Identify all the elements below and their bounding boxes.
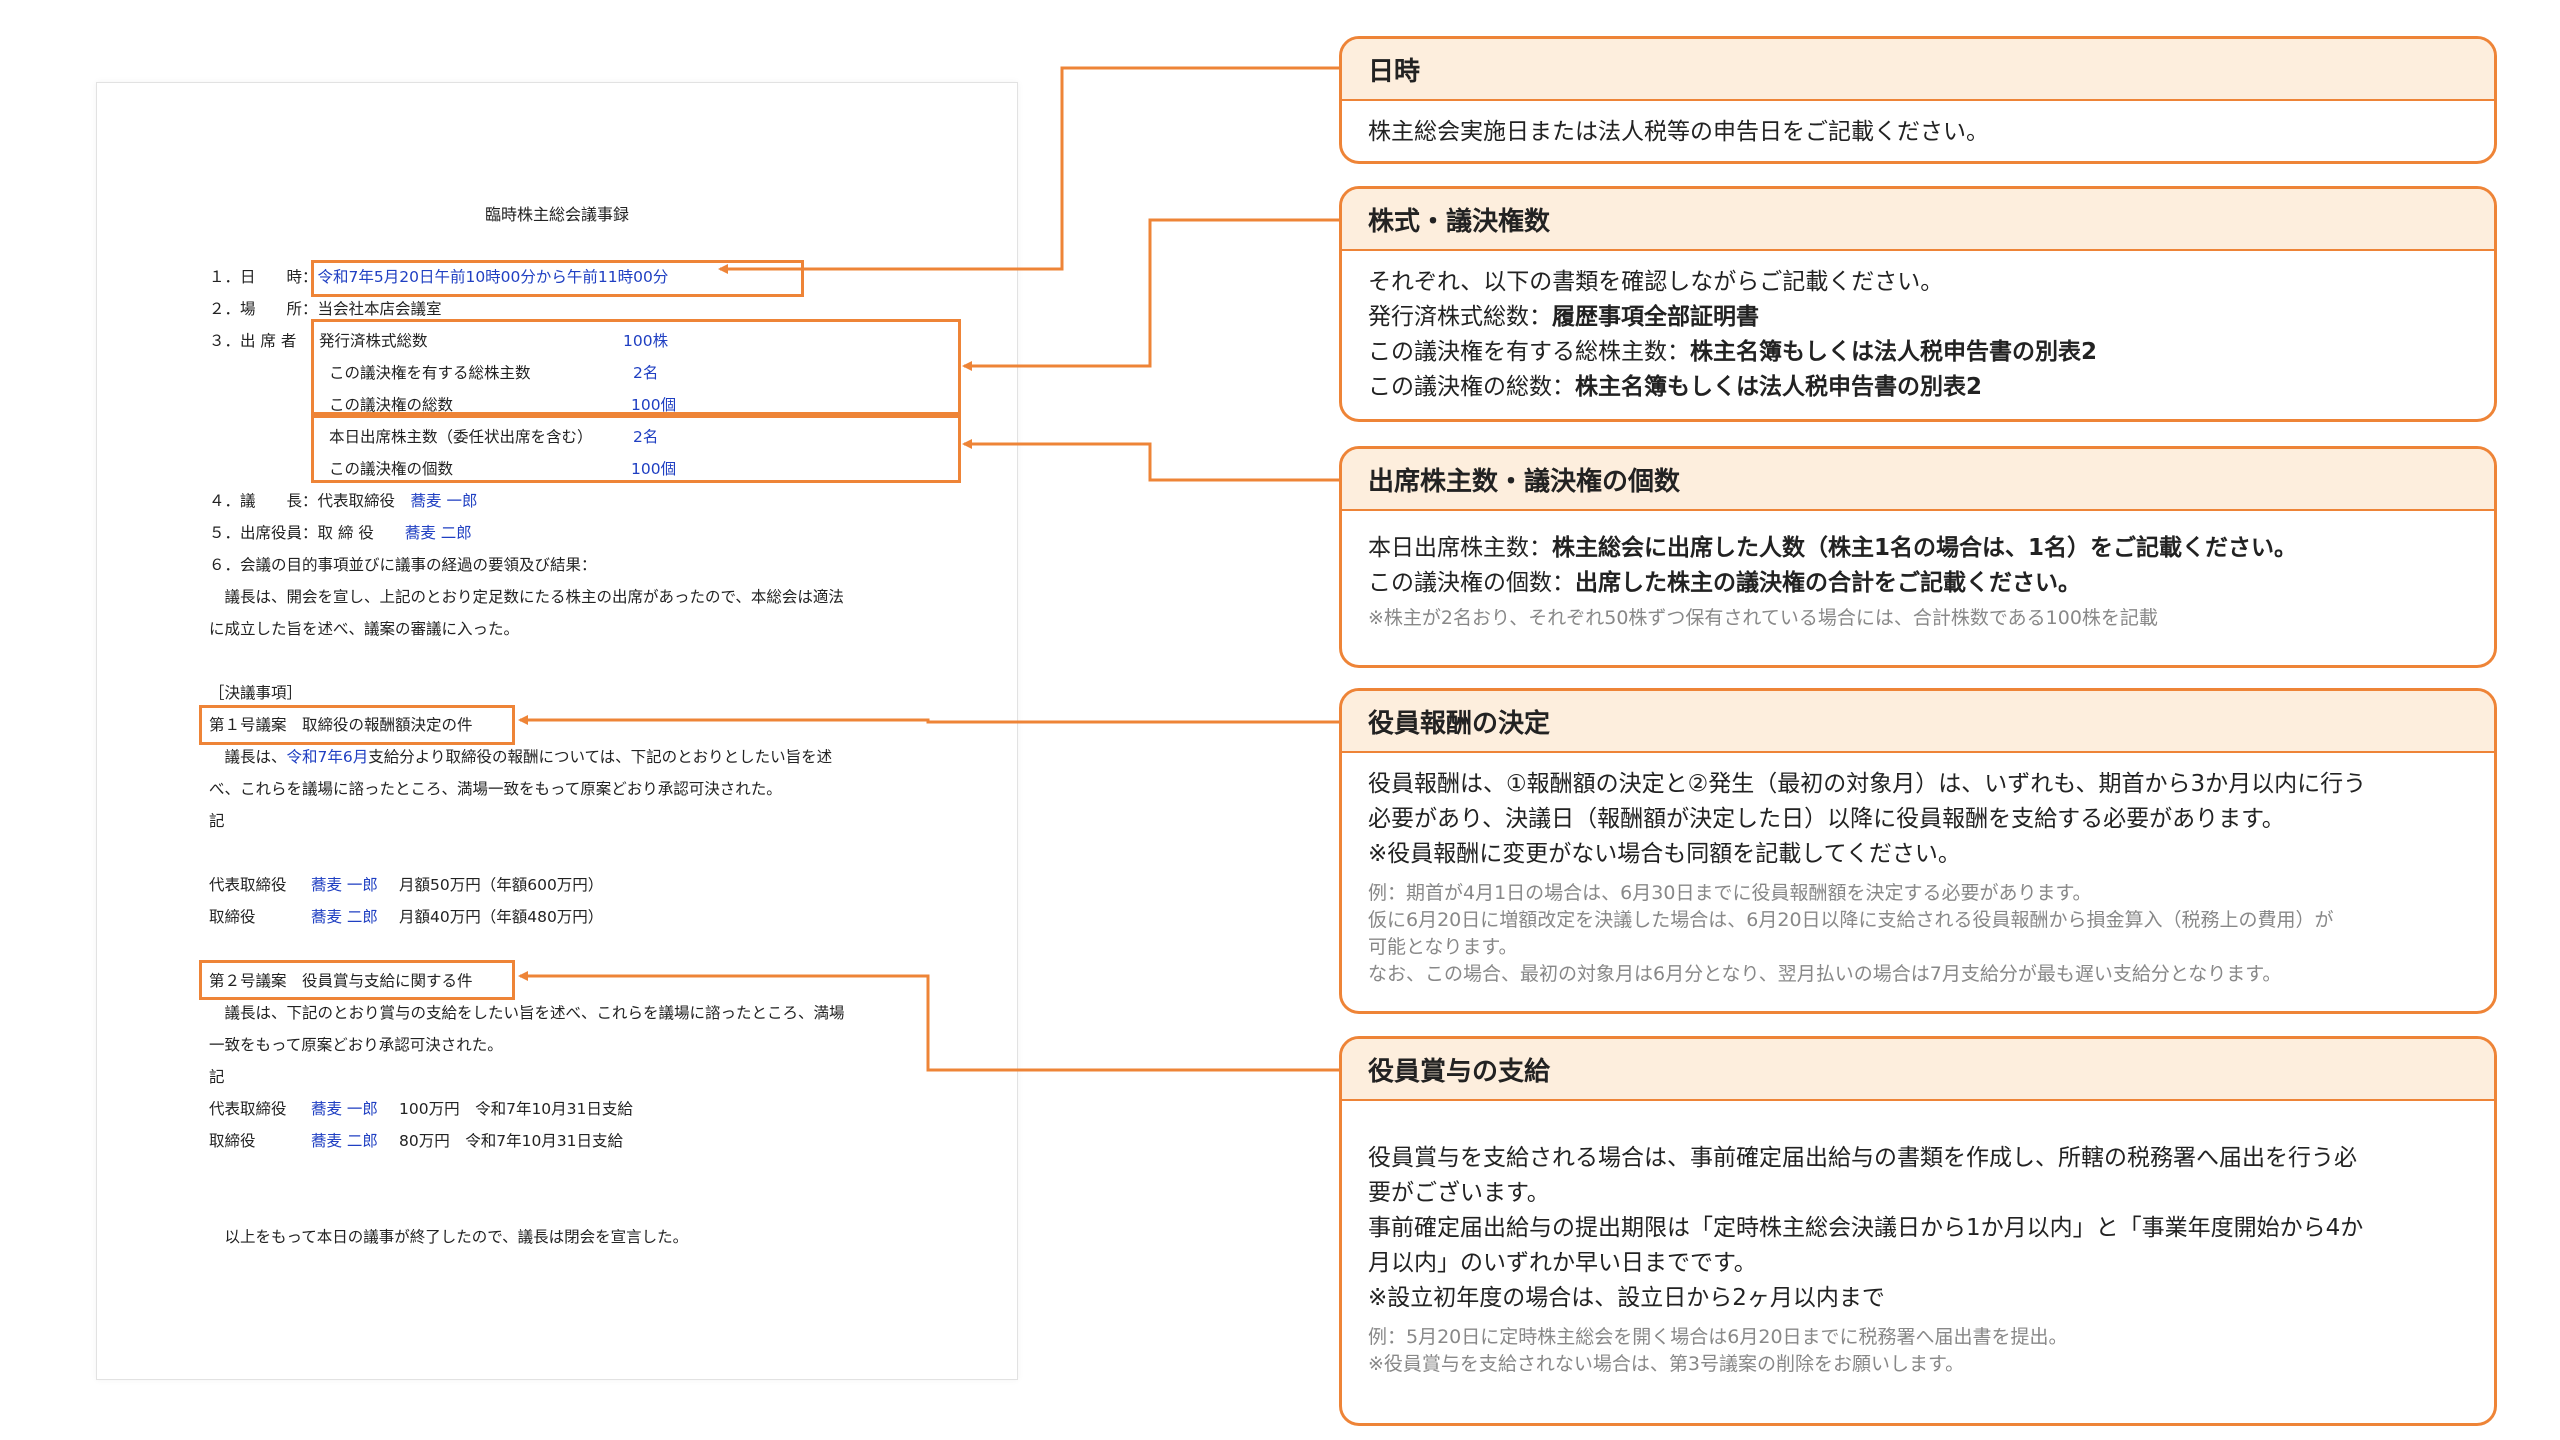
pay-row-1: 代表取締役 <box>209 876 287 894</box>
agenda-heading: ６．会議の目的事項並びに議事の経過の要領及び結果： <box>209 556 597 574</box>
bonus-row-1-amount: 100万円 令和7年10月31日支給 <box>399 1100 633 1118</box>
pay-row-1-amount: 月額50万円（年額600万円） <box>399 876 604 894</box>
annotation-date: 日時 株主総会実施日または法人税等の申告日をご記載ください。 <box>1339 36 2497 164</box>
date-line: １．日 時：令和7年5月20日午前10時00分から午前11時00分 <box>209 268 669 286</box>
annotation-attendance-note: ※株主が2名おり、それぞれ50株ずつ保有されている場合には、合計株数である100… <box>1368 607 2158 629</box>
annotation-date-title: 日時 <box>1342 39 2494 101</box>
item2-para-2: 一致をもって原案どおり承認可決された。 <box>209 1036 503 1054</box>
annotation-bonus-title: 役員賞与の支給 <box>1342 1039 2494 1101</box>
annotation-shares: 株式・議決権数 それぞれ、以下の書類を確認しながらご記載ください。 発行済株式総… <box>1339 186 2497 422</box>
voting-total-value: 100個 <box>631 396 677 414</box>
bonus-row-1: 代表取締役 <box>209 1100 287 1118</box>
pay-row-2-amount: 月額40万円（年額480万円） <box>399 908 604 926</box>
agenda-para-2: に成立した旨を述べ、議案の審議に入った。 <box>209 620 520 638</box>
document-page: 臨時株主総会議事録 １．日 時：令和7年5月20日午前10時00分から午前11時… <box>96 82 1018 1380</box>
annotation-bonus-p1: 役員賞与を支給される場合は、事前確定届出給与の書類を作成し、所轄の税務署へ届出を… <box>1368 1145 2357 1171</box>
bonus-row-2-name: 蕎麦 二郎 <box>311 1132 378 1150</box>
item1-title: 第１号議案 取締役の報酬額決定の件 <box>209 716 473 734</box>
highlight-attendance <box>311 415 961 483</box>
annotation-shares-row-2: この議決権を有する総株主数：株主名簿もしくは法人税申告書の別表2 <box>1368 339 2098 365</box>
pay-row-1-name: 蕎麦 一郎 <box>311 876 378 894</box>
annotation-shares-row-1: 発行済株式総数：履歴事項全部証明書 <box>1368 304 1759 330</box>
annotation-compensation-p3: ※役員報酬に変更がない場合も同額を記載してください。 <box>1368 841 1961 867</box>
annotation-compensation-n3: 可能となります。 <box>1368 936 1518 958</box>
connector-attendance <box>962 439 1339 482</box>
bonus-row-1-name: 蕎麦 一郎 <box>311 1100 378 1118</box>
bonus-row-2-amount: 80万円 令和7年10月31日支給 <box>399 1132 624 1150</box>
item1-para-1: 議長は、令和7年6月支給分より取締役の報酬については、下記のとおりとしたい旨を述 <box>209 748 833 766</box>
voting-shareholders-label: この議決権を有する総株主数 <box>329 364 531 382</box>
annotation-bonus: 役員賞与の支給 役員賞与を支給される場合は、事前確定届出給与の書類を作成し、所轄… <box>1339 1036 2497 1426</box>
annotation-compensation-n1: 例：期首が4月1日の場合は、6月30日までに役員報酬額を決定する必要があります。 <box>1368 882 2092 904</box>
officer-line: ５．出席役員：取 締 役 蕎麦 二郎 <box>209 524 472 542</box>
ki-2: 記 <box>209 1068 225 1086</box>
annotation-attendance-row-1: 本日出席株主数：株主総会に出席した人数（株主1名の場合は、1名）をご記載ください… <box>1368 535 2298 561</box>
issued-value: 100株 <box>623 332 669 350</box>
item2-title: 第２号議案 役員賞与支給に関する件 <box>209 972 473 990</box>
voting-total-label: この議決権の総数 <box>329 396 454 414</box>
item1-para-2: べ、これらを議場に諮ったところ、満場一致をもって原案どおり承認可決された。 <box>209 780 782 798</box>
item2-para-1: 議長は、下記のとおり賞与の支給をしたい旨を述べ、これらを議場に諮ったところ、満場 <box>209 1004 845 1022</box>
bonus-row-2: 取締役 <box>209 1132 256 1150</box>
attending-label: 本日出席株主数（委任状出席を含む） <box>329 428 593 446</box>
highlight-item2 <box>199 960 515 1000</box>
annotation-compensation-p1: 役員報酬は、①報酬額の決定と②発生（最初の対象月）は、いずれも、期首から3か月以… <box>1368 771 2367 797</box>
connector-shares <box>962 218 1339 371</box>
agenda-para-1: 議長は、開会を宣し、上記のとおり定足数にたる株主の出席があったので、本総会は適法 <box>209 588 844 606</box>
pay-row-2: 取締役 <box>209 908 256 926</box>
annotation-shares-row-3: この議決権の総数：株主名簿もしくは法人税申告書の別表2 <box>1368 374 1983 400</box>
attendees-label: ３．出 席 者 <box>209 332 297 350</box>
annotation-shares-title: 株式・議決権数 <box>1342 189 2494 251</box>
annotation-compensation-title: 役員報酬の決定 <box>1342 691 2494 753</box>
place-line: ２．場 所：当会社本店会議室 <box>209 300 442 318</box>
annotation-bonus-n1: 例：5月20日に定時株主総会を開く場合は6月20日までに税務署へ届出書を提出。 <box>1368 1326 2068 1348</box>
voting-shareholders-value: 2名 <box>633 364 659 382</box>
annotation-compensation-p2: 必要があり、決議日（報酬額が決定した日）以降に役員報酬を支給する必要があります。 <box>1368 806 2285 832</box>
issued-label: 発行済株式総数 <box>319 332 428 350</box>
highlight-date <box>311 260 804 297</box>
highlight-shares <box>311 319 961 415</box>
chair-line: ４．議 長：代表取締役 蕎麦 一郎 <box>209 492 478 510</box>
date-value: 令和7年5月20日午前10時00分から午前11時00分 <box>317 268 669 286</box>
annotation-compensation: 役員報酬の決定 役員報酬は、①報酬額の決定と②発生（最初の対象月）は、いずれも、… <box>1339 688 2497 1014</box>
closing-line: 以上をもって本日の議事が終了したので、議長は閉会を宣言した。 <box>209 1228 689 1246</box>
attending-value: 2名 <box>633 428 659 446</box>
annotation-date-text: 株主総会実施日または法人税等の申告日をご記載ください。 <box>1368 119 1989 145</box>
annotation-bonus-n2: ※役員賞与を支給されない場合は、第3号議案の削除をお願いします。 <box>1368 1353 1965 1375</box>
highlight-item1 <box>199 705 515 745</box>
annotation-compensation-n4: なお、この場合、最初の対象月は6月分となり、翌月払いの場合は7月支給分が最も遅い… <box>1368 963 2282 985</box>
annotation-bonus-p2: 要がございます。 <box>1368 1180 1550 1206</box>
ki-1: 記 <box>209 812 225 830</box>
annotation-bonus-p3: 事前確定届出給与の提出期限は「定時株主総会決議日から1か月以内」と「事業年度開始… <box>1368 1215 2364 1241</box>
pay-row-2-name: 蕎麦 二郎 <box>311 908 378 926</box>
attending-votes-value: 100個 <box>631 460 677 478</box>
annotation-shares-intro: それぞれ、以下の書類を確認しながらご記載ください。 <box>1368 269 1944 295</box>
resolutions-heading: ［決議事項］ <box>209 684 303 702</box>
doc-title: 臨時株主総会議事録 <box>484 205 629 224</box>
annotation-attendance: 出席株主数・議決権の個数 本日出席株主数：株主総会に出席した人数（株主1名の場合… <box>1339 446 2497 668</box>
annotation-attendance-title: 出席株主数・議決権の個数 <box>1342 449 2494 511</box>
annotation-compensation-n2: 仮に6月20日に増額改定を決議した場合は、6月20日以降に支給される役員報酬から… <box>1368 909 2334 931</box>
annotation-bonus-p5: ※設立初年度の場合は、設立日から2ヶ月以内まで <box>1368 1285 1885 1311</box>
annotation-attendance-row-2: この議決権の個数：出席した株主の議決権の合計をご記載ください。 <box>1368 570 2081 596</box>
annotation-bonus-p4: 月以内」のいずれか早い日までです。 <box>1368 1250 1757 1276</box>
attending-votes-label: この議決権の個数 <box>329 460 454 478</box>
